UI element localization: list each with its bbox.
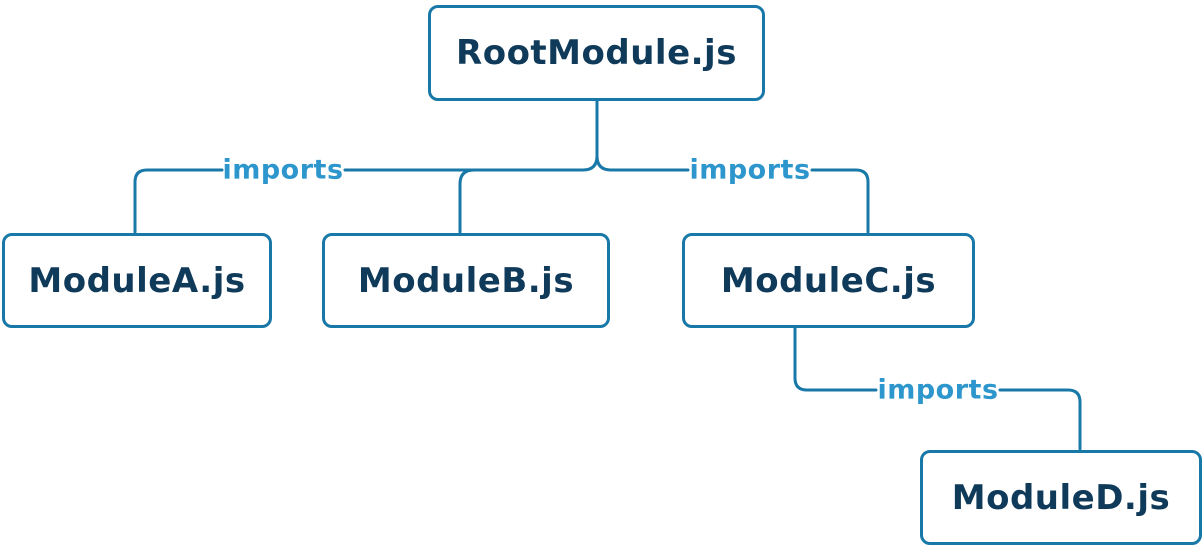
node-moduleb: ModuleB.js	[322, 233, 610, 328]
node-modulea: ModuleA.js	[2, 233, 272, 328]
node-rootmodule: RootModule.js	[428, 5, 765, 101]
connector-root-to-a	[133, 154, 599, 234]
edge-label-imports-root-a: imports	[222, 154, 344, 186]
connector-c-to-d	[793, 326, 1082, 451]
node-moduled: ModuleD.js	[920, 450, 1202, 545]
edge-label-imports-c-d: imports	[877, 374, 999, 406]
connector-root-to-c	[595, 154, 870, 234]
node-rootmodule-label: RootModule.js	[456, 33, 737, 73]
node-modulec: ModuleC.js	[682, 233, 975, 328]
node-moduleb-label: ModuleB.js	[357, 260, 575, 301]
edge-label-imports-root-c: imports	[689, 154, 811, 186]
connector-root-to-b	[458, 168, 476, 234]
node-moduled-label: ModuleD.js	[951, 477, 1171, 518]
node-modulec-label: ModuleC.js	[720, 260, 937, 301]
node-modulea-label: ModuleA.js	[28, 260, 246, 301]
